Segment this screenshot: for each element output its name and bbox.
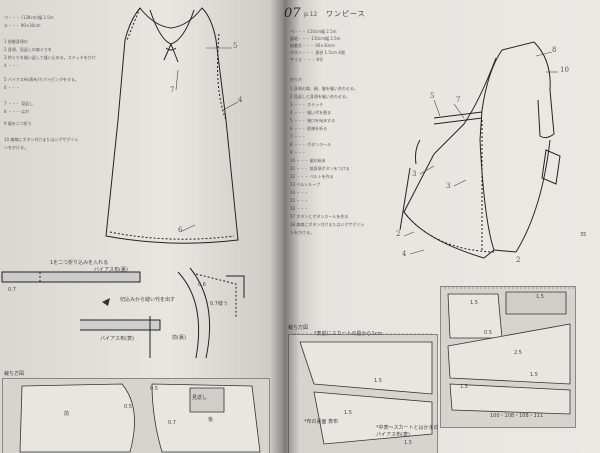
instruction-line: サイズ ・・・ 8号 bbox=[290, 57, 323, 62]
layout-label: 0.5 bbox=[150, 386, 158, 392]
detail-label: 0.7 bbox=[8, 287, 16, 293]
book-gutter bbox=[270, 0, 300, 453]
callout-number: 7 bbox=[170, 86, 175, 94]
layout-label: 1.5 bbox=[344, 410, 352, 416]
page-reference: p.12 bbox=[304, 11, 318, 18]
instruction-line: 16 ・・・ bbox=[290, 206, 309, 211]
instruction-line: 13 ベルトループ bbox=[290, 182, 321, 187]
left-page: ペ・・・ (128cm)幅 2.5m ②・・・ 90×30cm 1 前後身頃の … bbox=[0, 0, 286, 453]
instruction-line: 9 裾を二つ折り bbox=[4, 121, 32, 126]
instruction-line: 11 ・・・ 前身頃ボタンをつける bbox=[290, 166, 350, 171]
instruction-line: 2 見返しと身頃を縫い合わせる。 bbox=[290, 94, 350, 99]
callout-number: 2 bbox=[516, 256, 521, 264]
layout-label: 後 bbox=[208, 417, 214, 423]
layout-label: 1.5 bbox=[530, 372, 538, 378]
layout-header: 裁ち方図 bbox=[288, 324, 308, 331]
instruction-line: 裏地・・・ 110cm幅 2.5m bbox=[290, 36, 341, 41]
pattern-title: ワンピース bbox=[326, 10, 366, 18]
instruction-line: ②・・・ 90×30cm bbox=[4, 23, 41, 28]
callout-number: 8 bbox=[552, 46, 557, 54]
callout-number: 5 bbox=[430, 92, 435, 100]
callout-number: 2 bbox=[396, 230, 401, 238]
layout-label: 1.5 bbox=[470, 300, 478, 306]
size-row: 100・108・108・111 bbox=[490, 413, 544, 419]
cutting-layout-pieces bbox=[294, 287, 574, 445]
pattern-number: 07 bbox=[284, 6, 301, 21]
layout-label: 0.5 bbox=[124, 404, 132, 410]
instruction-line: 8 ・・・ ボタンホール bbox=[290, 142, 332, 147]
instruction-line: 4 ・・・ bbox=[4, 63, 20, 68]
instruction-line: 10 ・・・ 裾の始末 bbox=[290, 158, 326, 163]
callout-number: 3 bbox=[446, 182, 451, 190]
instruction-line: 8 ・・・ はか bbox=[4, 109, 30, 114]
instruction-line: 14 ・・・ bbox=[290, 190, 309, 195]
callout-number: 4 bbox=[402, 250, 407, 258]
detail-label: バイアス布(表) bbox=[100, 336, 134, 342]
right-page: 07 p.12 ワンピース ペ・・・ 110cm幅 2.5m 裏地・・・ 110… bbox=[284, 0, 600, 453]
layout-label: 2.5 bbox=[514, 350, 522, 356]
callout-number: 3 bbox=[412, 170, 417, 178]
instruction-line: 9 ・・・ bbox=[290, 149, 306, 156]
callout-number: 4 bbox=[238, 96, 243, 104]
instruction-line: 17 ボタンとボタンホールを作る bbox=[290, 214, 349, 219]
instruction-line: 接着芯・・・ 90×30cm bbox=[290, 43, 335, 48]
layout-label: 0.7 bbox=[168, 420, 176, 426]
instruction-line: ボタン・・・ 直径 1.5cm 4個 bbox=[290, 50, 345, 55]
layout-label: 1.5 bbox=[536, 294, 544, 300]
layout-header: 裁ち方図 bbox=[4, 371, 25, 377]
layout-label: 1.5 bbox=[460, 384, 468, 390]
instruction-line: 5 ・・・ 袖口を始末する bbox=[290, 118, 336, 123]
instruction-line: ペ・・・ 110cm幅 2.5m bbox=[290, 29, 337, 34]
layout-note: *布の裏面 表布 bbox=[304, 419, 339, 425]
page-corner-mark: 35 bbox=[580, 232, 587, 238]
detail-label: 0.6 bbox=[198, 282, 206, 288]
callout-number: 5 bbox=[233, 42, 238, 50]
detail-label: 1を二つ折り込みを入れる bbox=[50, 260, 109, 266]
callout-number: 7 bbox=[456, 96, 461, 104]
layout-label: 前 bbox=[64, 411, 70, 417]
instruction-line: 7 ・・・ 見返し bbox=[4, 101, 34, 106]
instruction-line: ペ・・・ (128cm)幅 2.5m bbox=[4, 15, 54, 20]
instruction-line: 4 ・・・ 縫い代を割る bbox=[290, 110, 332, 115]
bias-detail-diagrams bbox=[1, 267, 245, 359]
instruction-line: ンをかける。 bbox=[4, 145, 28, 150]
instruction-line: 7 ・・・ bbox=[290, 133, 306, 140]
wrap-dress-illustration bbox=[399, 41, 561, 259]
instruction-line: 6 ・・・ 前端を折る bbox=[290, 126, 328, 131]
detail-label: バイアス布(裏) bbox=[94, 267, 128, 273]
layout-label: 1.5 bbox=[374, 378, 382, 384]
instruction-line: ンをかける。 bbox=[290, 230, 314, 235]
detail-label: 前(裏) bbox=[172, 335, 186, 341]
instruction-line: 作り方 bbox=[290, 76, 302, 83]
layout-label: 見返し bbox=[192, 395, 208, 401]
cutting-layout-pieces bbox=[19, 383, 261, 453]
instruction-line: 12 ・・・ ベルトを作る bbox=[290, 174, 334, 179]
instruction-line: 1 身頃の肩、袖、脇を縫い合わせる。 bbox=[290, 86, 358, 91]
instruction-line: 10 肩線にボタン付けまたはジグザグミシ bbox=[4, 137, 79, 142]
instruction-line: 6 ・・・ bbox=[4, 85, 20, 90]
detail-label: 0.7縫う bbox=[210, 301, 228, 307]
callout-number: 6 bbox=[178, 226, 183, 234]
instruction-line: 1 前後身頃の bbox=[4, 39, 28, 44]
layout-label: 1.5 bbox=[404, 440, 412, 446]
detail-label: 切込みから縫い代を出す bbox=[120, 297, 176, 303]
instruction-line: 5 バイアス布(表布)でパイピングをする。 bbox=[4, 77, 79, 82]
layout-note: バイアス布(表) bbox=[376, 432, 410, 438]
dimension-note: *表前にスカートの脇から1cm bbox=[314, 331, 383, 337]
callout-number: 10 bbox=[560, 66, 569, 74]
instruction-line: 3 ・・・ ステッチ bbox=[290, 102, 324, 107]
instruction-line: 18 肩線にボタン付けまたはジグザグミシ bbox=[290, 222, 365, 227]
instruction-line: 3 衿ぐりを縫い返して縫い止める。ステッチをかけ bbox=[4, 55, 96, 60]
instruction-line: 2 身頃、見返しの肩ぐりを bbox=[4, 47, 52, 52]
layout-label: 0.5 bbox=[484, 330, 492, 336]
instruction-line: 15 ・・・ bbox=[290, 198, 309, 203]
sleeveless-dress-illustration bbox=[105, 7, 239, 244]
layout-note: *中表～スカートとはかまの bbox=[376, 425, 439, 431]
